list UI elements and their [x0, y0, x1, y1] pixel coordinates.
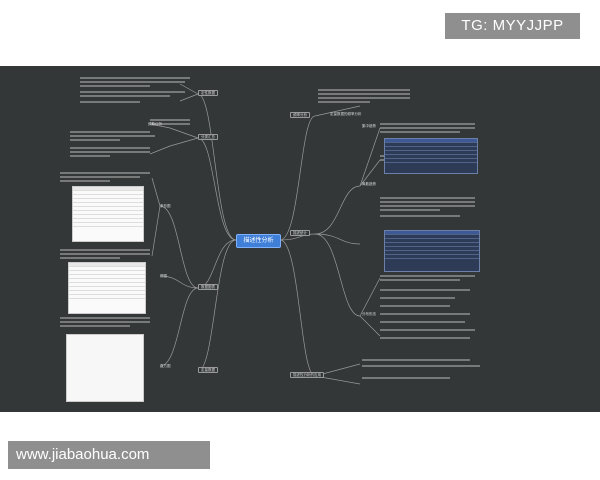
root-node[interactable]: 描述性分析 — [236, 234, 281, 248]
branch-quantitative[interactable]: 定量数据 — [198, 367, 218, 373]
right-table-2 — [384, 230, 480, 272]
branch-shape: 分布形态 — [362, 312, 376, 316]
right-table-1 — [384, 138, 478, 174]
watermark-bottom: www.jiabaohua.com — [8, 441, 210, 469]
branch-dispersion: 离散趋势 — [362, 182, 376, 186]
branch-hist: 直方图 — [160, 364, 171, 368]
watermark-top: TG: MYYJJPP — [445, 13, 580, 39]
mindmap-canvas: 描述性分析 定性数据 分类汇总 频数分析 数据图表 条形图 饼图 直方图 定量数… — [0, 66, 600, 412]
left-chart-box — [66, 334, 144, 402]
branch-freq-analysis[interactable]: 频率分析 — [290, 112, 310, 118]
branch-bar: 条形图 — [160, 204, 171, 208]
branch-charts[interactable]: 数据图表 — [198, 284, 218, 290]
connector-lines — [149, 83, 381, 385]
branch-group-summary[interactable]: 分类汇总 — [198, 134, 218, 140]
left-table-1 — [72, 186, 144, 242]
branch-application[interactable]: 描述性分析的应用 — [290, 372, 324, 378]
branch-qualitative[interactable]: 定性数据 — [198, 90, 218, 96]
text-placeholders — [60, 77, 480, 379]
branch-pie: 饼图 — [160, 274, 167, 278]
left-table-2 — [68, 262, 146, 314]
branch-quant-freq: 定量数据的频率分析 — [330, 112, 362, 116]
branch-descriptive[interactable]: 描述统计 — [290, 230, 310, 236]
branch-central: 集中趋势 — [362, 124, 376, 128]
